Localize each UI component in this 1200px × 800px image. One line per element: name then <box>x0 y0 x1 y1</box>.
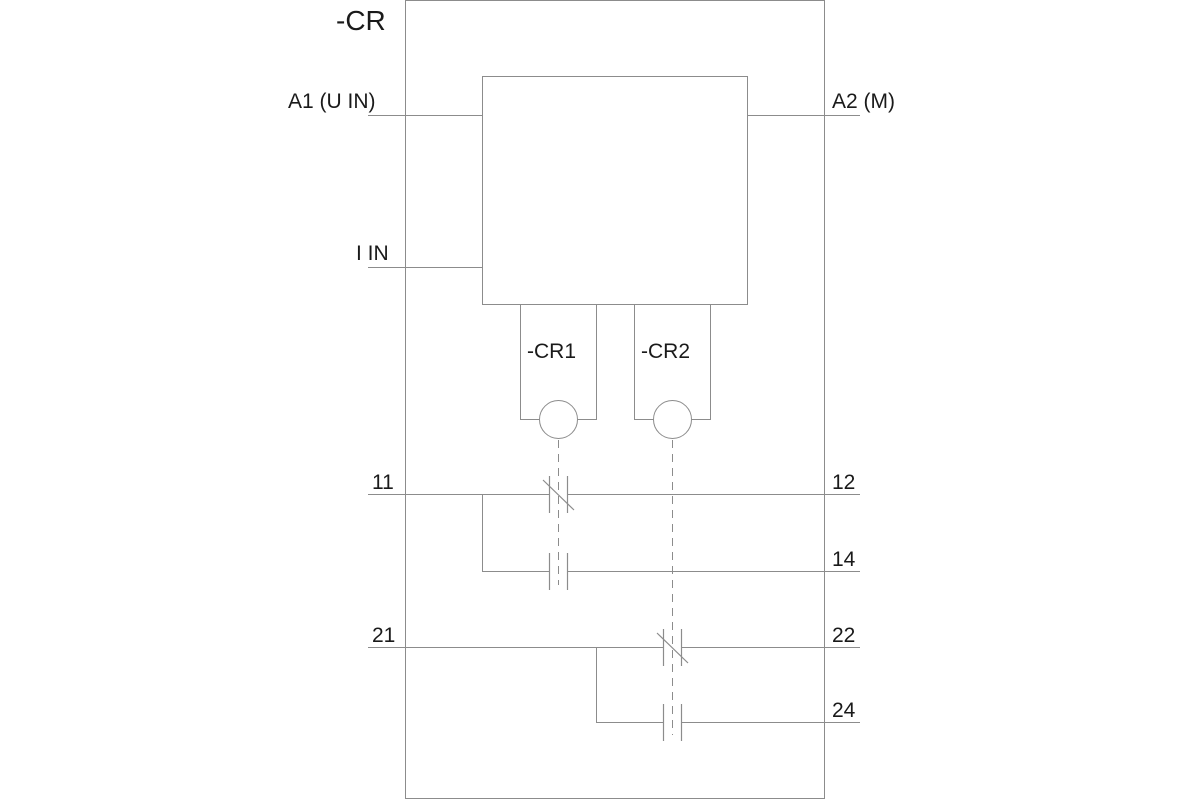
relay-cr2-label: -CR2 <box>641 340 690 363</box>
terminal-iin-label: I IN <box>356 242 389 265</box>
relay-cr1-label: -CR1 <box>527 340 576 363</box>
contact-group-2: 21 22 24 <box>368 624 860 741</box>
relay-coil-cr1: -CR1 <box>520 304 597 439</box>
terminal-a1: A1 (U IN) <box>288 90 483 116</box>
device-enclosure <box>405 0 825 799</box>
terminal-a1-label: A1 (U IN) <box>288 90 376 113</box>
relay-coil-cr2: -CR2 <box>634 304 711 439</box>
terminal-21-label: 21 <box>372 624 395 647</box>
contact-group-1: 11 12 14 <box>368 471 860 590</box>
terminal-24-label: 24 <box>832 699 856 722</box>
terminal-11-label: 11 <box>372 471 394 494</box>
coil-cr1-circle <box>539 400 578 439</box>
terminal-a2-label: A2 (M) <box>832 90 895 113</box>
no-contact-cr1 <box>548 553 569 590</box>
terminal-a2: A2 (M) <box>747 90 895 116</box>
terminal-iin: I IN <box>356 242 483 268</box>
nc-contact-cr2 <box>656 629 689 666</box>
terminal-14-label: 14 <box>832 548 856 571</box>
device-designation: -CR <box>336 5 386 36</box>
coil-cr2-circle <box>653 400 692 439</box>
terminal-12-label: 12 <box>832 471 855 494</box>
nc-contact-cr1 <box>542 476 575 513</box>
no-contact-cr2 <box>662 704 683 741</box>
terminal-22-label: 22 <box>832 624 855 647</box>
control-module <box>482 76 748 305</box>
